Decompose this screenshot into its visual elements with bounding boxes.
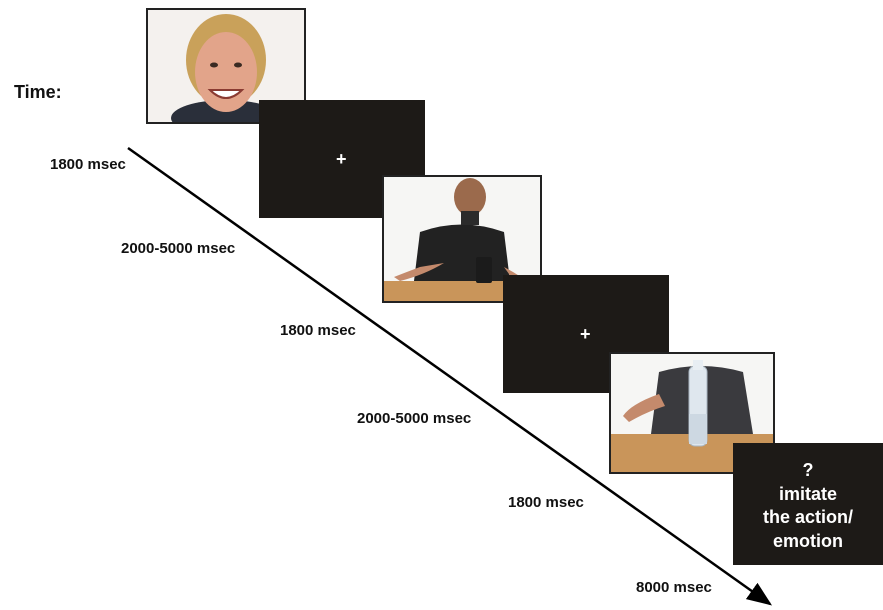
man-grasping-cup-image (384, 177, 540, 301)
fixation-cross: + (336, 149, 347, 169)
duration-label-2: 2000-5000 msec (121, 240, 236, 257)
time-label: Time: (14, 82, 62, 102)
duration-label-4: 2000-5000 msec (357, 410, 472, 427)
response-prompt-screen: ? imitate the action/ emotion (733, 443, 883, 565)
prompt-line-emotion: emotion (773, 531, 843, 551)
prompt-line-action: the action/ (762, 507, 853, 527)
face-stimulus-frame (146, 8, 306, 124)
hand-grasping-bottle-image (611, 354, 773, 472)
duration-label-6: 8000 msec (636, 579, 712, 596)
duration-label-1: 1800 msec (50, 156, 126, 173)
prompt-line-imitate: imitate (778, 484, 838, 504)
fixation-cross: + (580, 324, 591, 344)
smiling-face-image (148, 10, 304, 122)
action-stimulus-frame-1 (382, 175, 542, 303)
duration-label-3: 1800 msec (280, 322, 356, 339)
prompt-question-mark: ? (802, 460, 814, 480)
duration-label-5: 1800 msec (508, 494, 584, 511)
